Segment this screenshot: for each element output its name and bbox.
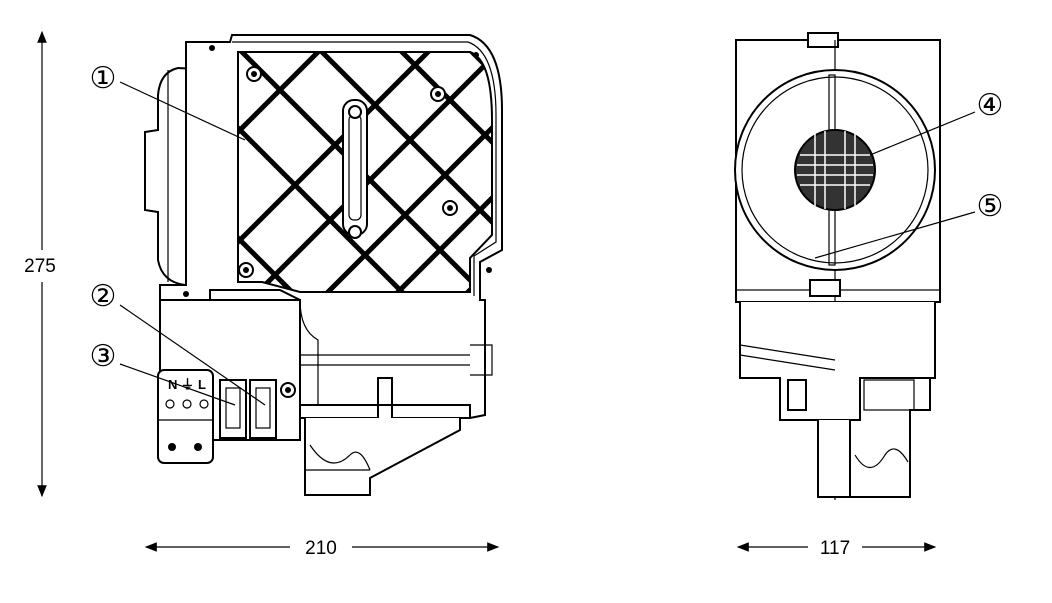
terminal-label-n: N xyxy=(168,377,177,392)
front-width-dimension: 210 xyxy=(144,538,500,559)
callout-1: ① xyxy=(90,61,117,96)
switch-icon xyxy=(219,379,277,439)
callout-2: ② xyxy=(90,279,117,314)
front-view: N ⏚ L xyxy=(144,34,503,496)
filter-grid xyxy=(238,52,492,292)
side-width-dimension: 117 xyxy=(736,538,937,559)
terminal-label-l: L xyxy=(198,377,206,392)
callout-3: ③ xyxy=(90,339,117,374)
callouts: ① ② ③ ④ ⑤ xyxy=(90,61,1004,406)
screw-icon xyxy=(183,45,492,297)
side-width-label: 117 xyxy=(820,538,850,559)
callout-4: ④ xyxy=(977,88,1004,123)
front-width-label: 210 xyxy=(305,538,337,559)
height-dimension: 275 xyxy=(24,30,56,498)
callout-5: ⑤ xyxy=(977,189,1004,224)
grille-icon xyxy=(794,129,876,211)
side-view xyxy=(734,32,941,500)
height-label: 275 xyxy=(24,256,56,277)
terminal-label-earth: ⏚ xyxy=(181,377,194,392)
